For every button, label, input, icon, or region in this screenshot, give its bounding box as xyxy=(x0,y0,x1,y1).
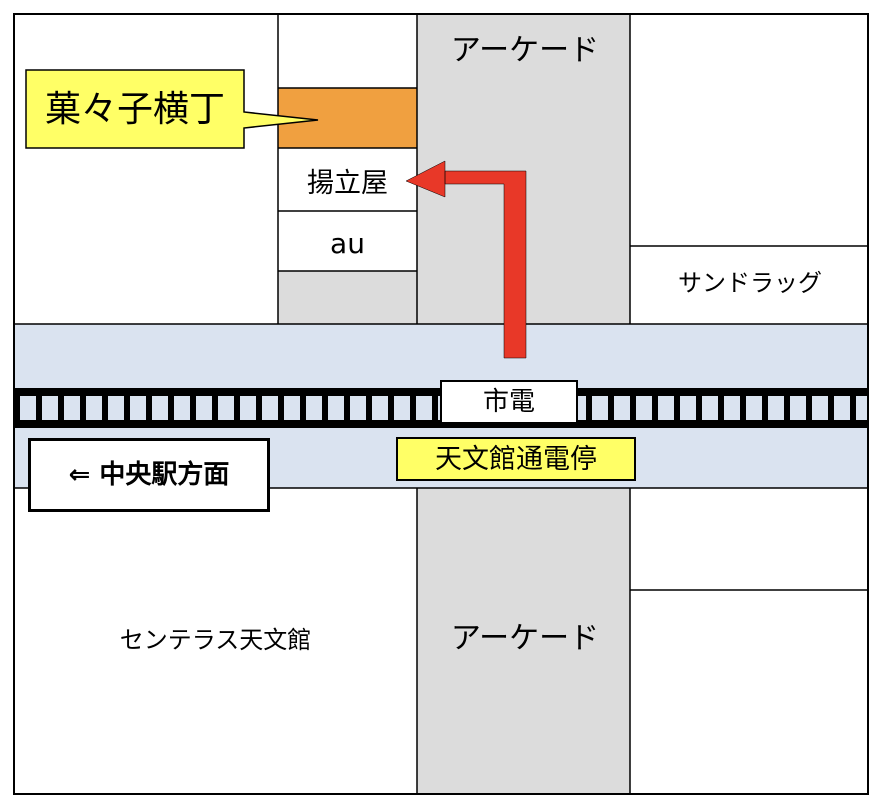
tram-label: 市電 xyxy=(440,380,578,424)
track-tie xyxy=(828,396,834,420)
track-tie xyxy=(256,396,262,420)
track-tie xyxy=(718,396,724,420)
track-tie xyxy=(410,396,416,420)
track-tie xyxy=(784,396,790,420)
track-tie xyxy=(36,396,42,420)
track-tie xyxy=(190,396,196,420)
tram-stop-label: 天文館通電停 xyxy=(396,437,636,481)
sundrug-label: サンドラッグ xyxy=(678,269,822,297)
track-tie xyxy=(168,396,174,420)
map-frame xyxy=(13,13,869,795)
track-tie xyxy=(432,396,438,420)
route-arrow xyxy=(405,160,527,359)
kashiko-yokocho-label: 菓々子横丁 xyxy=(44,89,225,130)
au-shop-label: au xyxy=(330,227,365,260)
track-tie xyxy=(146,396,152,420)
arcade-south-label: アーケード xyxy=(450,621,600,656)
track-tie xyxy=(586,396,592,420)
track-tie xyxy=(102,396,108,420)
grey-lot xyxy=(278,271,417,324)
track-tie xyxy=(674,396,680,420)
track-tie xyxy=(212,396,218,420)
block-outlines xyxy=(14,14,868,794)
kashiko-yokocho-callout xyxy=(25,69,319,149)
track-tie xyxy=(608,396,614,420)
track-tie xyxy=(630,396,636,420)
track-tie xyxy=(300,396,306,420)
track-tie xyxy=(850,396,856,420)
track-tie xyxy=(234,396,240,420)
track-tie xyxy=(740,396,746,420)
arcade-north-label: アーケード xyxy=(450,33,600,68)
arcade-south xyxy=(417,488,630,794)
track-tie xyxy=(322,396,328,420)
track-tie xyxy=(806,396,812,420)
agetaya-label: 揚立屋 xyxy=(307,168,388,199)
track-tie xyxy=(124,396,130,420)
direction-sign: ⇐ 中央駅方面 xyxy=(28,438,270,512)
track-tie xyxy=(696,396,702,420)
track-tie xyxy=(58,396,64,420)
track-tie xyxy=(388,396,394,420)
centerasu-label: センテラス天文館 xyxy=(119,626,312,654)
track-tie xyxy=(278,396,284,420)
track-tie xyxy=(80,396,86,420)
track-tie xyxy=(762,396,768,420)
track-tie xyxy=(14,396,20,420)
track-tie xyxy=(652,396,658,420)
track-tie xyxy=(344,396,350,420)
track-tie xyxy=(366,396,372,420)
